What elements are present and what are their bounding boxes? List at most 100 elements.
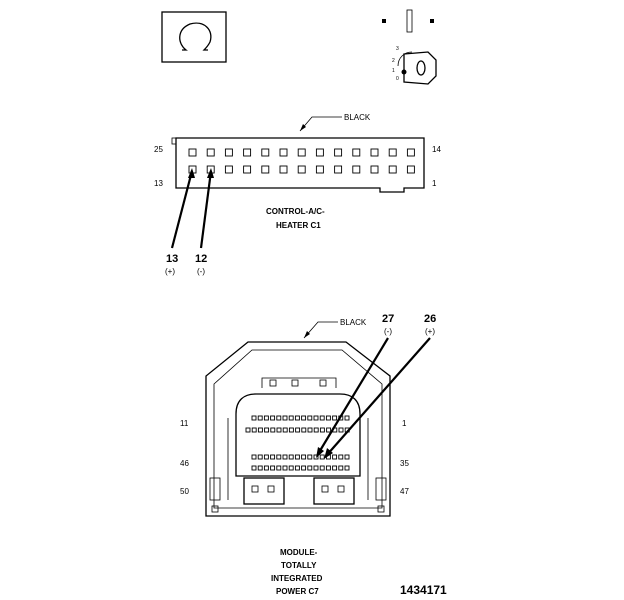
c7-pin-cavity <box>313 415 319 421</box>
c1-pin-cavity <box>334 165 343 174</box>
c7-pin-cavity <box>282 454 288 460</box>
c7-pin-cavity <box>301 427 307 433</box>
c7-pin-cavity <box>294 454 300 460</box>
c7-pin-cavity <box>338 454 344 460</box>
c1-pin-cavity <box>206 148 215 157</box>
c1-pin-row-bottom <box>188 165 415 174</box>
c7-pin-cavity <box>307 427 313 433</box>
c7-pin-cavity <box>264 427 270 433</box>
c1-pin-cavity <box>315 165 324 174</box>
c7-pin-cavity <box>276 454 282 460</box>
c1-pin-cavity <box>370 165 379 174</box>
svg-text:0: 0 <box>396 76 399 82</box>
terminal-pin-icon <box>382 9 434 33</box>
c1-pin-cavity <box>315 148 324 157</box>
c7-pin-row-1 <box>251 415 350 421</box>
c7-pin-row-4 <box>251 465 350 471</box>
c7-pin-cavity <box>257 465 263 471</box>
c7-pin-cavity <box>270 427 276 433</box>
c7-pin-cavity <box>307 454 313 460</box>
c7-pin-cavity <box>313 454 319 460</box>
c7-pin-cavity <box>332 465 338 471</box>
c7-pin-cavity <box>325 465 331 471</box>
c7-pin-cavity <box>319 454 325 460</box>
svg-text:3: 3 <box>396 46 399 52</box>
c1-pin-cavity <box>188 148 197 157</box>
c7-pin-cavity <box>344 454 350 460</box>
figure-id: 1434171 <box>400 583 447 597</box>
c7-pin-cavity <box>344 415 350 421</box>
c1-cavity-label-13: 13 <box>154 179 163 188</box>
c7-pin-cavity <box>307 415 313 421</box>
c7-callout-pin-27: 27 <box>382 313 394 325</box>
c7-pin-cavity <box>313 465 319 471</box>
c7-cavity-label-35: 35 <box>400 459 409 468</box>
c7-pin-cavity <box>332 415 338 421</box>
svg-text:1: 1 <box>392 68 395 74</box>
c1-pin-cavity <box>297 148 306 157</box>
c7-pin-cavity <box>263 415 269 421</box>
c1-callout-pin-13: 13 <box>166 253 178 265</box>
c1-pin-row-top <box>188 148 415 157</box>
c7-pin-cavity <box>313 427 319 433</box>
c7-pin-cavity <box>301 415 307 421</box>
c7-pin-cavity <box>282 465 288 471</box>
c7-outer-housing <box>205 341 391 517</box>
c1-cavity-label-14: 14 <box>432 145 441 154</box>
c7-pin-cavity <box>282 427 288 433</box>
c7-cavity-label-11: 11 <box>180 419 189 428</box>
c7-inner-body <box>235 393 361 477</box>
connector-c7: BLACK 27 (-) 26 (+) 11 1 46 35 50 47 MOD… <box>180 313 436 596</box>
c1-pin-cavity <box>334 148 343 157</box>
c7-pin-cavity <box>251 465 257 471</box>
c7-callout-pin-26: 26 <box>424 313 436 325</box>
c7-pin-cavity <box>319 415 325 421</box>
c1-pin-cavity <box>261 165 270 174</box>
c7-pin-cavity <box>338 465 344 471</box>
c7-pin-cavity <box>295 427 301 433</box>
c1-pin-cavity <box>370 148 379 157</box>
c7-pin-cavity <box>263 454 269 460</box>
c7-pin-cavity <box>251 427 257 433</box>
c7-pin-cavity <box>282 415 288 421</box>
c7-pin-cavity <box>301 454 307 460</box>
c1-callout-polarity-12: (-) <box>197 267 205 276</box>
c1-pin-cavity <box>297 165 306 174</box>
c7-pin-cavity <box>276 415 282 421</box>
c1-name-line1: CONTROL-A/C- <box>266 207 325 216</box>
c1-pin-cavity <box>352 148 361 157</box>
c1-name-line2: HEATER C1 <box>276 221 321 230</box>
c7-pin-cavity <box>288 454 294 460</box>
omega-clip-icon <box>161 11 227 63</box>
c7-name-line2: TOTALLY <box>281 561 317 570</box>
c7-pin-cavity <box>257 415 263 421</box>
c1-cavity-label-1: 1 <box>432 179 437 188</box>
c1-color-label: BLACK <box>344 113 371 122</box>
c7-pin-cavity <box>294 465 300 471</box>
c7-pin-cavity <box>344 465 350 471</box>
connector-lock-icon: 3 2 1 0 <box>392 46 437 85</box>
c1-cavity-label-25: 25 <box>154 145 163 154</box>
c1-pin-cavity <box>279 148 288 157</box>
c1-pin-cavity <box>243 148 252 157</box>
c7-pin-cavity <box>319 427 325 433</box>
c7-pin-cavity <box>276 465 282 471</box>
c1-callout-polarity-13: (+) <box>165 267 175 276</box>
c7-pin-cavity <box>263 465 269 471</box>
c1-pin-cavity <box>406 148 415 157</box>
c7-color-label: BLACK <box>340 318 367 327</box>
c7-name-line3: INTEGRATED <box>271 574 323 583</box>
connector-c1: BLACK 25 14 13 1 13 (+) 12 (-) CONTROL-A… <box>154 113 441 276</box>
c1-pin-cavity <box>406 165 415 174</box>
c7-cavity-label-47: 47 <box>400 487 409 496</box>
c1-pin-cavity <box>279 165 288 174</box>
c7-pin-row-3 <box>251 454 350 460</box>
c7-pin-cavity <box>270 415 276 421</box>
c7-pin-cavity <box>270 465 276 471</box>
c1-housing <box>175 137 425 193</box>
c7-pin-cavity <box>326 427 332 433</box>
c7-pin-cavity <box>294 415 300 421</box>
c7-pin-cavity <box>288 465 294 471</box>
c1-pin-cavity <box>388 148 397 157</box>
